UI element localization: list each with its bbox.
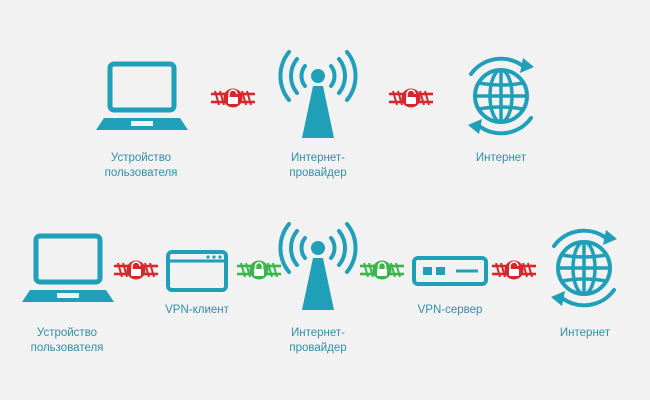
globe-icon: [466, 56, 536, 136]
app-window-icon: [166, 250, 228, 292]
globe-icon: [549, 228, 619, 308]
top-device-label: Устройство пользователя: [105, 151, 178, 181]
unlocked-padlock-icon: [387, 87, 435, 109]
top-isp-label-line1: Интернет-: [290, 152, 346, 164]
bottom-device-label-line2: пользователя: [30, 342, 104, 354]
vpn-server-label-text: VPN-сервер: [417, 304, 483, 316]
top-isp-label-line2: провайдер: [289, 167, 347, 179]
vpn-server-label: VPN-сервер: [418, 303, 483, 318]
unlocked-padlock-icon: [112, 259, 160, 281]
bottom-isp-label: Интернет- провайдер: [289, 326, 346, 356]
bottom-device-label-line1: Устройство: [36, 327, 98, 339]
antenna-icon: [278, 222, 358, 312]
top-internet-label: Интернет: [476, 151, 526, 166]
bottom-isp-label-line1: Интернет-: [290, 327, 346, 339]
bottom-internet-label: Интернет: [560, 326, 610, 341]
top-device-label-line2: пользователя: [104, 167, 178, 179]
top-isp-label: Интернет- провайдер: [289, 151, 346, 181]
antenna-icon: [278, 50, 358, 140]
bottom-internet-label-text: Интернет: [559, 327, 611, 339]
bottom-isp-label-line2: провайдер: [289, 342, 347, 354]
unlocked-padlock-icon: [209, 87, 257, 109]
server-icon: [412, 256, 488, 286]
vpn-client-label-text: VPN-клиент: [165, 304, 229, 316]
laptop-icon: [22, 236, 114, 302]
top-internet-label-text: Интернет: [475, 152, 527, 164]
bottom-device-label: Устройство пользователя: [31, 326, 104, 356]
unlocked-padlock-icon: [490, 259, 538, 281]
top-device-label-line1: Устройство: [110, 152, 172, 164]
laptop-icon: [96, 64, 188, 130]
locked-padlock-icon: [235, 259, 283, 281]
locked-padlock-icon: [358, 259, 406, 281]
vpn-client-label: VPN-клиент: [165, 303, 229, 318]
